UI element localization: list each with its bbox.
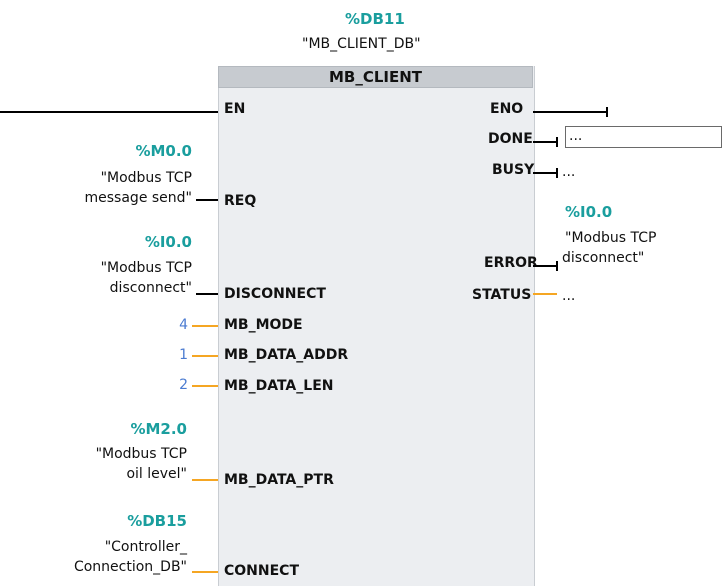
pin-connect: CONNECT xyxy=(224,563,299,579)
en-wire xyxy=(0,111,218,113)
disconnect-address[interactable]: %I0.0 xyxy=(144,233,192,251)
req-tag-line1[interactable]: "Modbus TCP xyxy=(100,170,192,186)
busy-wire-end xyxy=(556,168,558,178)
pin-disconnect: DISCONNECT xyxy=(224,286,326,302)
status-operand[interactable]: ... xyxy=(562,288,576,304)
pin-mb-data-len: MB_DATA_LEN xyxy=(224,378,334,394)
mb-data-ptr-wire xyxy=(192,479,218,481)
mb-client-block[interactable] xyxy=(218,66,535,586)
disconnect-tag-line2[interactable]: disconnect" xyxy=(109,280,192,296)
instance-db-name[interactable]: "MB_CLIENT_DB" xyxy=(302,36,421,52)
status-wire xyxy=(533,293,557,295)
mb-mode-value[interactable]: 4 xyxy=(179,317,188,333)
req-address[interactable]: %M0.0 xyxy=(135,142,192,160)
error-wire-end xyxy=(556,261,558,271)
eno-wire-end xyxy=(606,107,608,117)
error-tag-line1[interactable]: "Modbus TCP xyxy=(565,230,657,246)
busy-operand[interactable]: ... xyxy=(562,164,576,180)
done-operand-input[interactable]: ... xyxy=(565,126,722,148)
error-wire xyxy=(533,265,557,267)
pin-req: REQ xyxy=(224,193,257,209)
mb-data-ptr-tag-line2[interactable]: oil level" xyxy=(126,466,187,482)
mb-mode-wire xyxy=(192,325,218,327)
mb-data-len-wire xyxy=(192,385,218,387)
mb-data-addr-value[interactable]: 1 xyxy=(179,347,188,363)
pin-status: STATUS xyxy=(472,287,532,303)
mb-data-len-value[interactable]: 2 xyxy=(179,377,188,393)
connect-wire xyxy=(192,571,218,573)
mb-data-ptr-address[interactable]: %M2.0 xyxy=(130,420,187,438)
error-address[interactable]: %I0.0 xyxy=(565,203,613,221)
instance-db-address[interactable]: %DB11 xyxy=(345,10,405,28)
busy-wire xyxy=(533,172,557,174)
pin-mb-data-addr: MB_DATA_ADDR xyxy=(224,347,349,363)
eno-wire xyxy=(533,111,607,113)
pin-done: DONE xyxy=(488,131,533,147)
done-wire-end xyxy=(556,137,558,147)
pin-eno: ENO xyxy=(490,101,524,117)
block-title[interactable]: MB_CLIENT xyxy=(218,66,533,88)
disconnect-wire xyxy=(196,293,218,295)
connect-tag-line2[interactable]: Connection_DB" xyxy=(73,559,187,575)
pin-busy: BUSY xyxy=(492,162,535,178)
disconnect-tag-line1[interactable]: "Modbus TCP xyxy=(100,260,192,276)
pin-mb-mode: MB_MODE xyxy=(224,317,303,333)
req-wire xyxy=(196,199,218,201)
mb-data-ptr-tag-line1[interactable]: "Modbus TCP xyxy=(95,446,187,462)
pin-mb-data-ptr: MB_DATA_PTR xyxy=(224,472,334,488)
pin-en: EN xyxy=(224,101,246,117)
req-tag-line2[interactable]: message send" xyxy=(84,190,192,206)
connect-tag-line1[interactable]: "Controller_ xyxy=(104,539,187,555)
connect-address[interactable]: %DB15 xyxy=(127,512,187,530)
done-wire xyxy=(533,141,557,143)
pin-error: ERROR xyxy=(484,255,538,271)
mb-data-addr-wire xyxy=(192,355,218,357)
error-tag-line2[interactable]: disconnect" xyxy=(562,250,645,266)
